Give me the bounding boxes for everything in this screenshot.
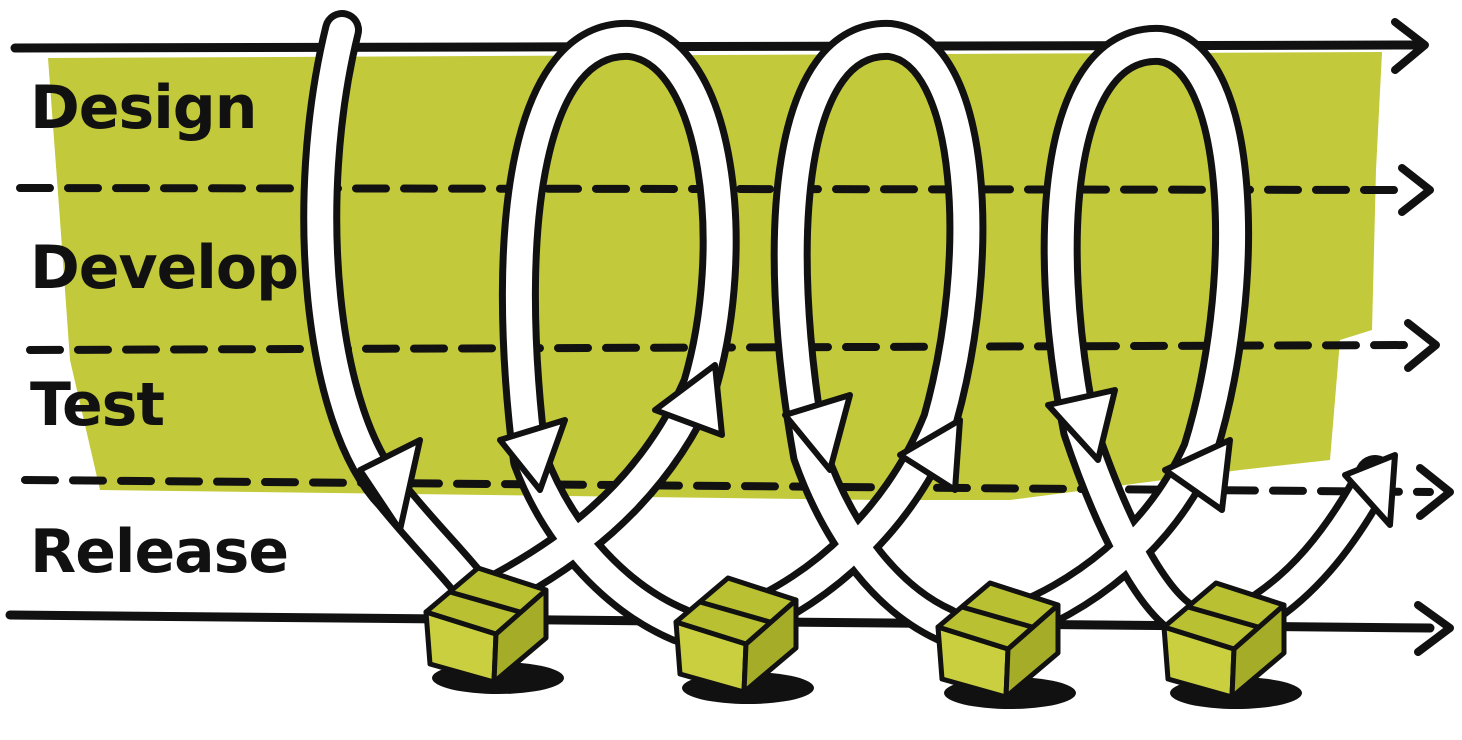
lane-line-top xyxy=(15,45,1420,48)
phase-label-release: Release xyxy=(30,522,288,582)
lane-arrowhead-2 xyxy=(1402,168,1430,212)
release-box-2 xyxy=(676,578,814,704)
phase-label-develop: Develop xyxy=(30,238,298,298)
lane-arrowheads xyxy=(1395,22,1450,652)
release-box-3 xyxy=(938,583,1076,709)
phase-label-design: Design xyxy=(30,78,256,138)
lane-arrowhead-3 xyxy=(1408,323,1436,368)
phase-label-test: Test xyxy=(30,375,164,435)
